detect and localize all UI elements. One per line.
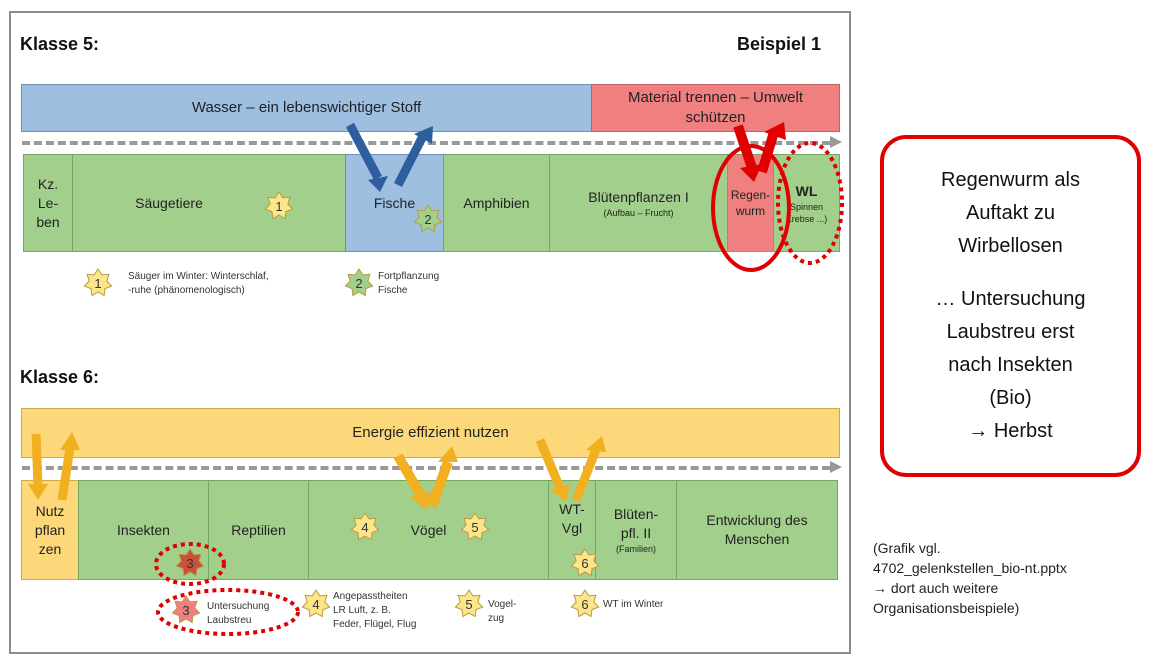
unit-label: WL xyxy=(795,182,818,199)
unit-label: pflan xyxy=(34,521,66,538)
legend-4-text: Angepasstheiten LR Luft, z. B. Feder, Fl… xyxy=(333,590,416,632)
unit-label: zen xyxy=(38,540,62,557)
summary-box: Regenwurm als Auftakt zu Wirbellosen … U… xyxy=(880,135,1141,477)
legend-line: Fische xyxy=(378,285,408,296)
summary-line: Regenwurm als xyxy=(941,169,1080,191)
summary-line: Wirbellosen xyxy=(958,235,1063,257)
legend-line: Vogel- xyxy=(488,599,517,610)
timeline-arrow-k5 xyxy=(22,141,830,145)
topic-material-trennen: Material trennen – Umwelt schützen xyxy=(591,84,840,132)
legend-3-text: Untersuchung Laubstreu xyxy=(207,600,269,628)
unit-saeugetiere: Säugetiere xyxy=(72,154,346,252)
unit-wt-vgl: WT- Vgl xyxy=(548,480,596,580)
topic-energie-label: Energie effizient nutzen xyxy=(352,424,509,441)
klasse5-heading: Klasse 5: xyxy=(20,34,100,54)
unit-label: ben xyxy=(36,213,60,230)
klasse6-heading: Klasse 6: xyxy=(20,367,100,387)
unit-label: Le- xyxy=(37,194,59,211)
unit-label: Insekten xyxy=(117,521,170,538)
unit-bluetenpflanzen-1: Blütenpflanzen I (Aufbau – Frucht) xyxy=(549,154,728,252)
summary-line: … Untersuchung xyxy=(935,288,1086,310)
unit-label: Blütenpflanzen I xyxy=(588,188,689,205)
unit-label: Reptilien xyxy=(231,521,286,538)
unit-label: Vögel xyxy=(410,521,447,538)
unit-voegel: Vögel xyxy=(308,480,549,580)
summary-line: → Herbst xyxy=(968,420,1053,442)
legend-line: WT im Winter xyxy=(603,599,664,610)
example-label: Beispiel 1 xyxy=(737,34,822,54)
unit-label: Blüten- xyxy=(613,506,659,522)
note-line: → dort auch weitere xyxy=(873,580,999,596)
unit-label: Fische xyxy=(373,194,416,211)
note-line: Organisationsbeispiele) xyxy=(873,600,1020,616)
topic-material-label-1: Material trennen – Umwelt xyxy=(627,89,804,106)
unit-kz-leben: Kz. Le- ben xyxy=(23,154,73,252)
unit-regenwurm: Regen- wurm xyxy=(727,154,774,252)
summary-line: nach Insekten xyxy=(948,354,1073,376)
legend-line: Säuger im Winter: Winterschlaf, xyxy=(128,271,269,282)
unit-sublabel: (Aufbau – Frucht) xyxy=(603,207,674,218)
topic-wasser-label: Wasser – ein lebenswichtiger Stoff xyxy=(191,99,422,116)
note-line: (Grafik vgl. xyxy=(873,540,941,556)
timeline-arrow-k6 xyxy=(22,466,830,470)
unit-label: Regen- xyxy=(730,188,771,202)
summary-line: (Bio) xyxy=(989,387,1032,409)
unit-sublabel: Spinnen xyxy=(789,201,824,212)
topic-energie: Energie effizient nutzen xyxy=(21,408,840,458)
unit-label: pfl. II xyxy=(620,525,652,541)
legend-line: Fortpflanzung xyxy=(378,271,440,282)
topic-material-label-2: schützen xyxy=(685,109,746,126)
legend-line: Angepasstheiten xyxy=(333,591,408,602)
unit-bluetenpflanzen-2: Blüten- pfl. II (Familien) xyxy=(595,480,677,580)
legend-line: Laubstreu xyxy=(207,615,252,626)
unit-nutzpflanzen: Nutz pflan zen xyxy=(21,480,79,580)
unit-fische: Fische xyxy=(345,154,444,252)
unit-reptilien: Reptilien xyxy=(208,480,309,580)
legend-line: Feder, Flügel, Flug xyxy=(333,619,417,630)
unit-wirbellose: WL Spinnen Krebse ...) xyxy=(773,154,840,252)
note-line: 4702_gelenkstellen_bio-nt.pptx xyxy=(873,560,1067,576)
unit-label: Kz. xyxy=(37,175,59,192)
legend-line: zug xyxy=(488,613,505,624)
summary-line: Laubstreu erst xyxy=(946,321,1075,343)
unit-label: wurm xyxy=(735,204,766,218)
unit-entwicklung-menschen: Entwicklung des Menschen xyxy=(676,480,838,580)
unit-sublabel: (Familien) xyxy=(615,544,656,554)
legend-line: Untersuchung xyxy=(207,601,270,612)
legend-2-text: Fortpflanzung Fische xyxy=(378,270,439,298)
legend-6-text: WT im Winter xyxy=(603,598,663,612)
legend-1-text: Säuger im Winter: Winterschlaf, -ruhe (p… xyxy=(128,270,269,298)
unit-label: Menschen xyxy=(724,531,790,547)
topic-wasser: Wasser – ein lebenswichtiger Stoff xyxy=(21,84,592,132)
unit-label: Nutz xyxy=(35,502,65,519)
unit-label: Säugetiere xyxy=(135,194,203,211)
legend-line: LR Luft, z. B. xyxy=(333,605,391,616)
legend-5-text: Vogel- zug xyxy=(488,598,516,626)
unit-sublabel: Krebse ...) xyxy=(785,213,828,224)
unit-amphibien: Amphibien xyxy=(443,154,550,252)
unit-label: Entwicklung des xyxy=(706,512,808,528)
source-note: (Grafik vgl. 4702_gelenkstellen_bio-nt.p… xyxy=(873,538,1143,618)
legend-line: -ruhe (phänomenologisch) xyxy=(128,285,245,296)
unit-label: WT- xyxy=(559,501,585,517)
unit-insekten: Insekten xyxy=(78,480,209,580)
summary-line: Auftakt zu xyxy=(966,202,1055,224)
unit-label: Amphibien xyxy=(463,194,530,211)
unit-label: Vgl xyxy=(561,520,583,536)
